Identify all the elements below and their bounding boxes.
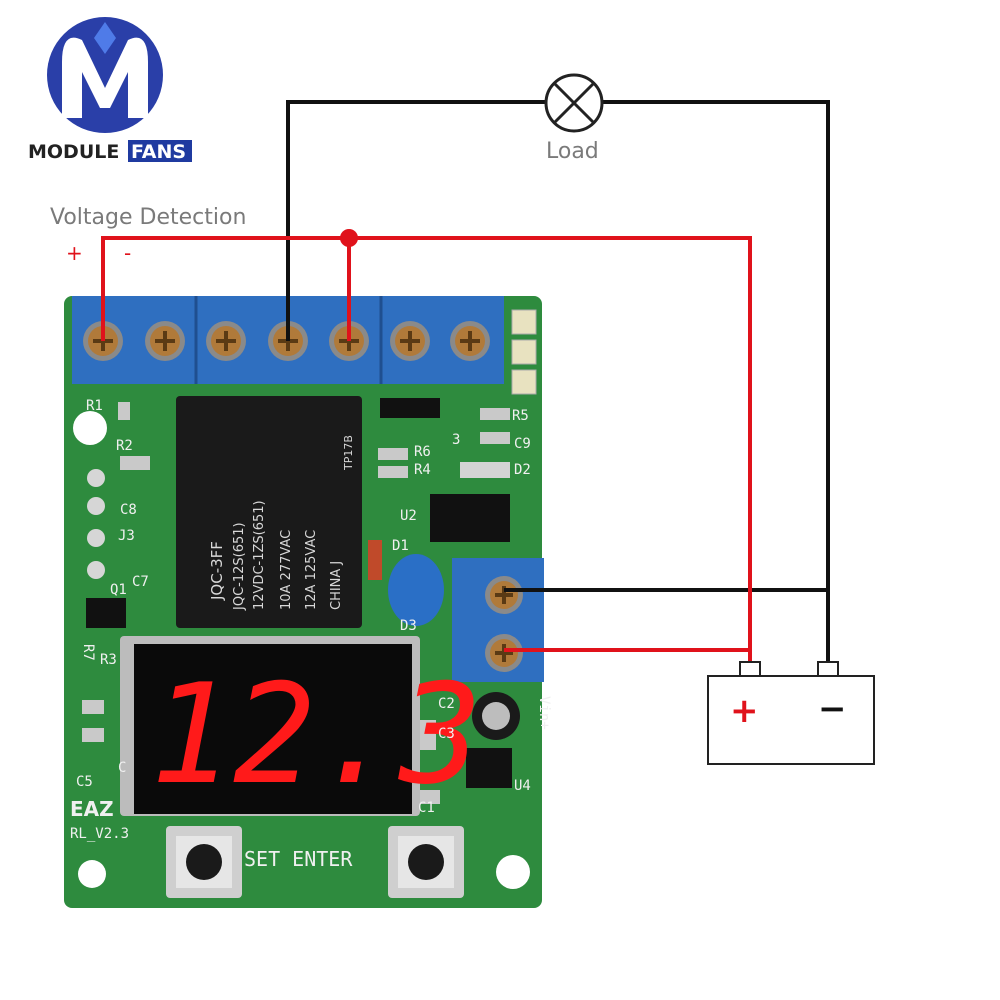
black-wires [286,100,830,664]
label-r6: R6 [414,444,431,460]
relay-line-2: 12VDC-1ZS(651) [252,500,267,610]
relay: JQC-3FF JQC-12S(651) 12VDC-1ZS(651) 10A … [176,396,362,628]
logo-text-fans: FANS [131,141,186,163]
wire-black-load-right [602,100,830,664]
label-r7: R7 [80,644,96,661]
wire-black-load-left [286,100,546,341]
set-button[interactable] [166,826,242,898]
screw-terminal [450,321,490,361]
mount-hole [73,411,107,445]
label-d1: D1 [392,538,409,554]
logo-diamond-icon [94,22,116,54]
capacitor-top [482,702,510,730]
label-c1: C1 [418,800,435,816]
label-r2: R2 [116,438,133,454]
relay-line-3: 10A 277VAC [279,530,294,610]
smd-components [82,402,512,804]
silkscreen-labels: R1 R2 C8 J3 D1 Q1 C7 R7 R3 C5 C R6 R4 R5… [70,398,552,871]
label-c2: C2 [438,696,455,712]
voltage-detection-label: Voltage Detection [50,205,246,230]
relay-module-board: JQC-3FF JQC-12S(651) 12VDC-1ZS(651) 10A … [64,296,552,908]
vd-plus-sign: + [66,241,83,265]
wire-red-voltage-detect [101,236,752,664]
label-c3: C3 [438,726,455,742]
screw-terminal [206,321,246,361]
mount-hole [78,860,106,888]
capacitor-blue [388,554,444,626]
relay-side-text: TP17B [342,435,355,471]
label-r5: R5 [512,408,529,424]
label-c8: C8 [120,502,137,518]
enter-button[interactable] [388,826,464,898]
buttons-label: SET ENTER [244,847,353,871]
label-c: C [118,760,126,776]
wire-junction [340,229,358,247]
header-pins-right [511,309,537,395]
battery-body [707,675,875,765]
label-c5: C5 [76,774,93,790]
brand-logo: MODULE FANS [28,17,192,163]
battery-terminal-minus [817,661,839,677]
model-label: EAZ [70,797,114,821]
load-lamp [544,73,604,133]
screw-terminal [390,321,430,361]
battery-minus-sign: − [818,689,847,729]
relay-line-5: CHINA J [329,561,344,610]
relay-brand: JQC-3FF [208,541,226,601]
logo-fans-bg [128,140,192,162]
screw-terminal [145,321,185,361]
logo-m-shape [62,37,148,118]
relay-line-4: 12A 125VAC [304,530,319,610]
battery-terminal-plus [739,661,761,677]
battery-plus-sign: + [730,691,759,731]
label-q1: Q1 [110,582,127,598]
screw-terminal-side [485,576,523,614]
screw-terminal-side [485,634,523,672]
mount-hole [496,855,530,889]
label-u2: U2 [400,508,417,524]
relay-line-1: JQC-12S(651) [232,522,247,611]
label-jumper-3: 3 [452,432,460,448]
red-wires [101,236,752,664]
display-value: 12.3 [150,654,482,815]
version-label: RL_V2.3 [70,826,129,842]
load-label: Load [546,139,599,164]
screw-terminal [83,321,123,361]
label-c9: C9 [514,436,531,452]
logo-text-module: MODULE [28,141,119,163]
label-c7: C7 [132,574,149,590]
battery: + − [707,661,875,765]
header-pins-left [87,469,105,579]
label-d3: D3 [400,618,417,634]
terminal-screws [83,321,490,361]
jumper [380,398,440,418]
label-r4: R4 [414,462,431,478]
label-d2: D2 [514,462,531,478]
vd-minus-sign: - [124,241,131,265]
label-r3: R3 [100,652,117,668]
seven-segment-display [134,644,412,814]
label-vin: Vin+ [536,696,552,730]
label-j3: J3 [118,528,135,544]
label-r1: R1 [86,398,103,414]
label-u4: U4 [514,778,531,794]
